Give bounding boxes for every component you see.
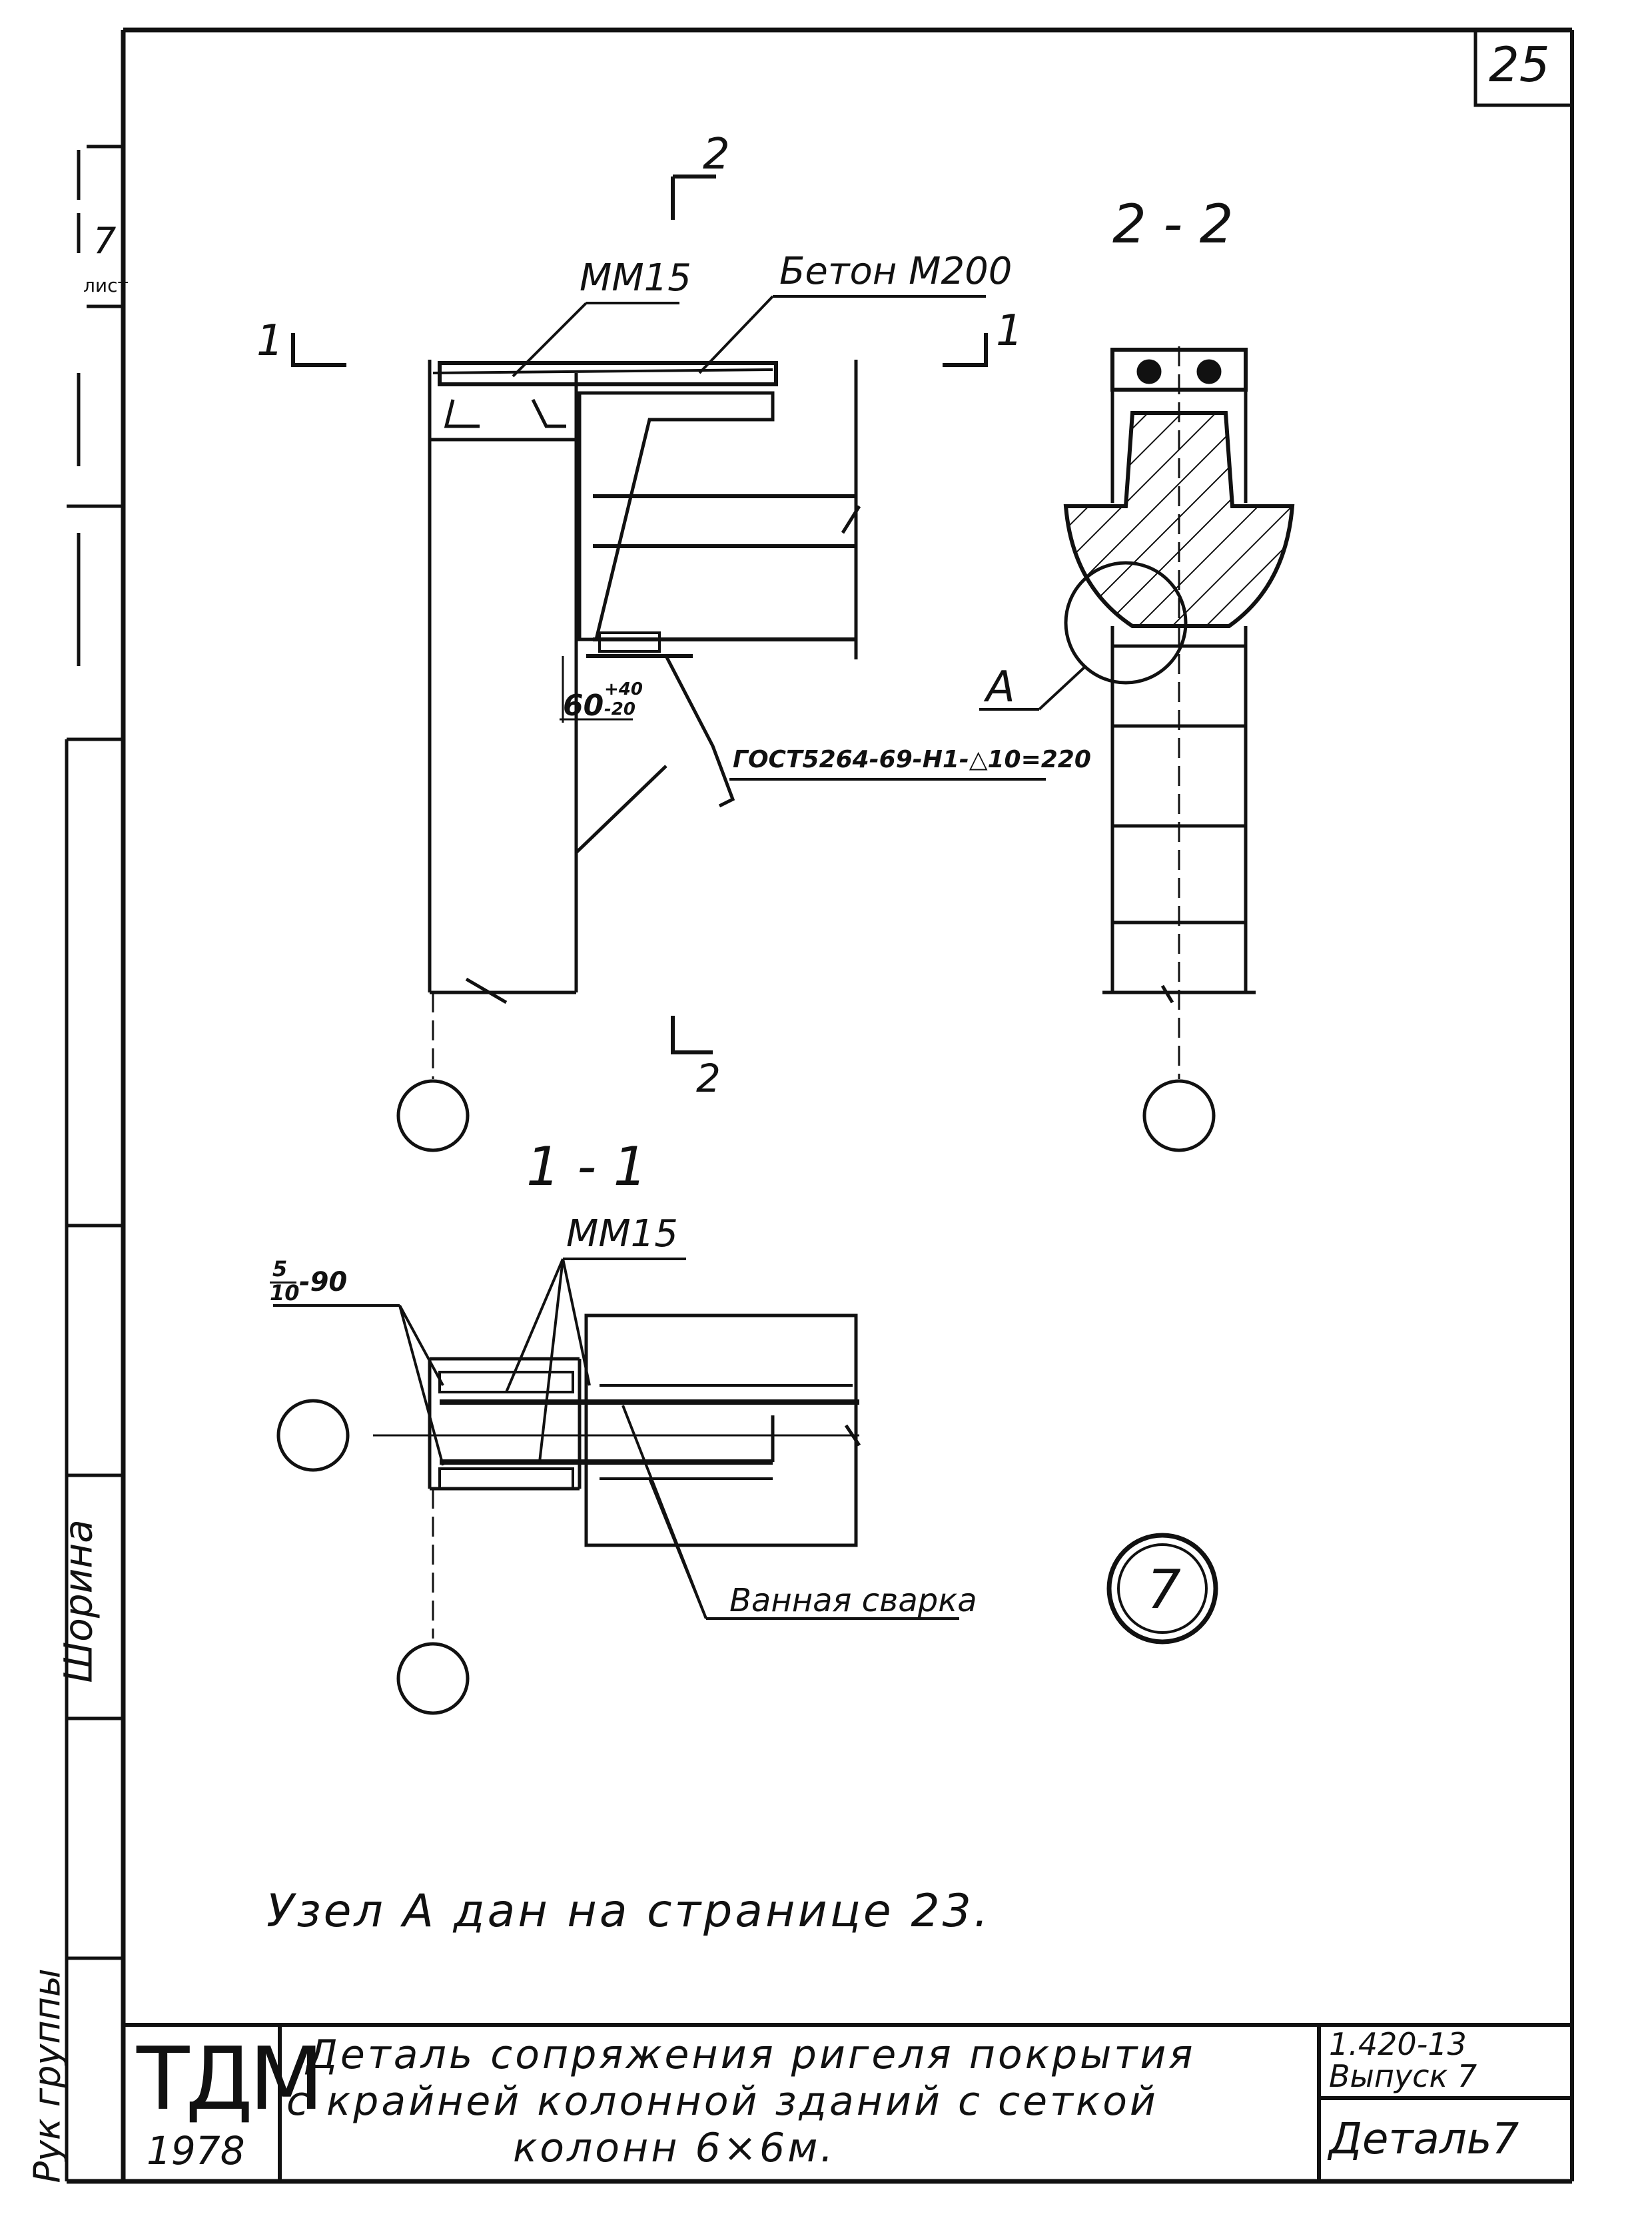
section-title-2-2: 2 - 2	[1112, 193, 1234, 255]
strip-name: Шорина	[55, 1519, 101, 1683]
dim-60-tol-minus: -20	[604, 699, 635, 719]
callout-gost: ГОСТ5264-69-Н1-△10=220	[733, 746, 1091, 773]
sheet-frame	[67, 27, 1574, 2184]
drawing-title-line-2: с крайней колонной зданий с сеткой	[286, 2078, 1158, 2125]
axis-bubble-left	[276, 1399, 350, 1472]
strip-sheet-label: лист	[83, 274, 129, 296]
doc-code: 1.420-13	[1329, 2026, 1467, 2062]
fraction-denominator: 10	[270, 1280, 300, 1305]
year: 1978	[147, 2128, 245, 2173]
fraction-numerator: 5	[272, 1256, 288, 1282]
fraction-tail: -90	[299, 1267, 348, 1297]
axis-bubble-section-2	[1142, 1079, 1216, 1152]
dimension-60: 60 +40 -20	[563, 679, 656, 726]
dim-60-tol-plus: +40	[604, 679, 643, 699]
detail-circle-inner	[1117, 1543, 1208, 1634]
callout-weld: Ванная сварка	[729, 1582, 977, 1619]
detail-number: 7	[1147, 1559, 1181, 1621]
drawing-title-line-3: колонн 6×6м.	[513, 2125, 836, 2171]
left-strip	[65, 145, 123, 2181]
axis-bubble-bottom	[396, 1642, 470, 1715]
issue: Выпуск 7	[1329, 2058, 1477, 2094]
strip-group: Рук группы	[26, 1968, 69, 2183]
axis-bubble-elevation	[396, 1079, 470, 1152]
page-number: 25	[1489, 37, 1550, 93]
callout-mm15-top: ММ15	[580, 256, 691, 300]
callout-mm15-bottom: ММ15	[566, 1212, 678, 1256]
fraction-bar	[270, 1282, 296, 1284]
section-2-2-view	[979, 346, 1295, 1079]
section-mark-1-right: 1	[996, 306, 1023, 356]
section-mark-1-left: 1	[256, 316, 284, 366]
callout-fraction: 5 10 -90	[270, 1256, 403, 1305]
callout-node-a: А	[986, 663, 1015, 712]
section-mark-2-bottom: 2	[696, 1056, 721, 1101]
note-node-a: Узел А дан на странице 23.	[266, 1885, 991, 1938]
detail-name: Деталь7	[1329, 2115, 1519, 2164]
section-1-1-view	[273, 1258, 959, 1639]
elevation-view	[291, 175, 1046, 1079]
drawing-title-line-1: Деталь сопряжения ригеля покрытия	[306, 2032, 1196, 2078]
node-a-circle	[1064, 561, 1188, 685]
callout-beton: Бетон М200	[779, 250, 1013, 293]
dim-60-value: 60	[563, 689, 604, 723]
tdm-logo: ТДМ	[137, 2028, 324, 2129]
detail-circle-outer	[1106, 1533, 1218, 1645]
title-block	[123, 2023, 1572, 2181]
section-mark-2-top: 2	[703, 130, 730, 179]
strip-sheet-no: 7	[93, 220, 117, 262]
section-title-1-1: 1 - 1	[526, 1136, 647, 1198]
